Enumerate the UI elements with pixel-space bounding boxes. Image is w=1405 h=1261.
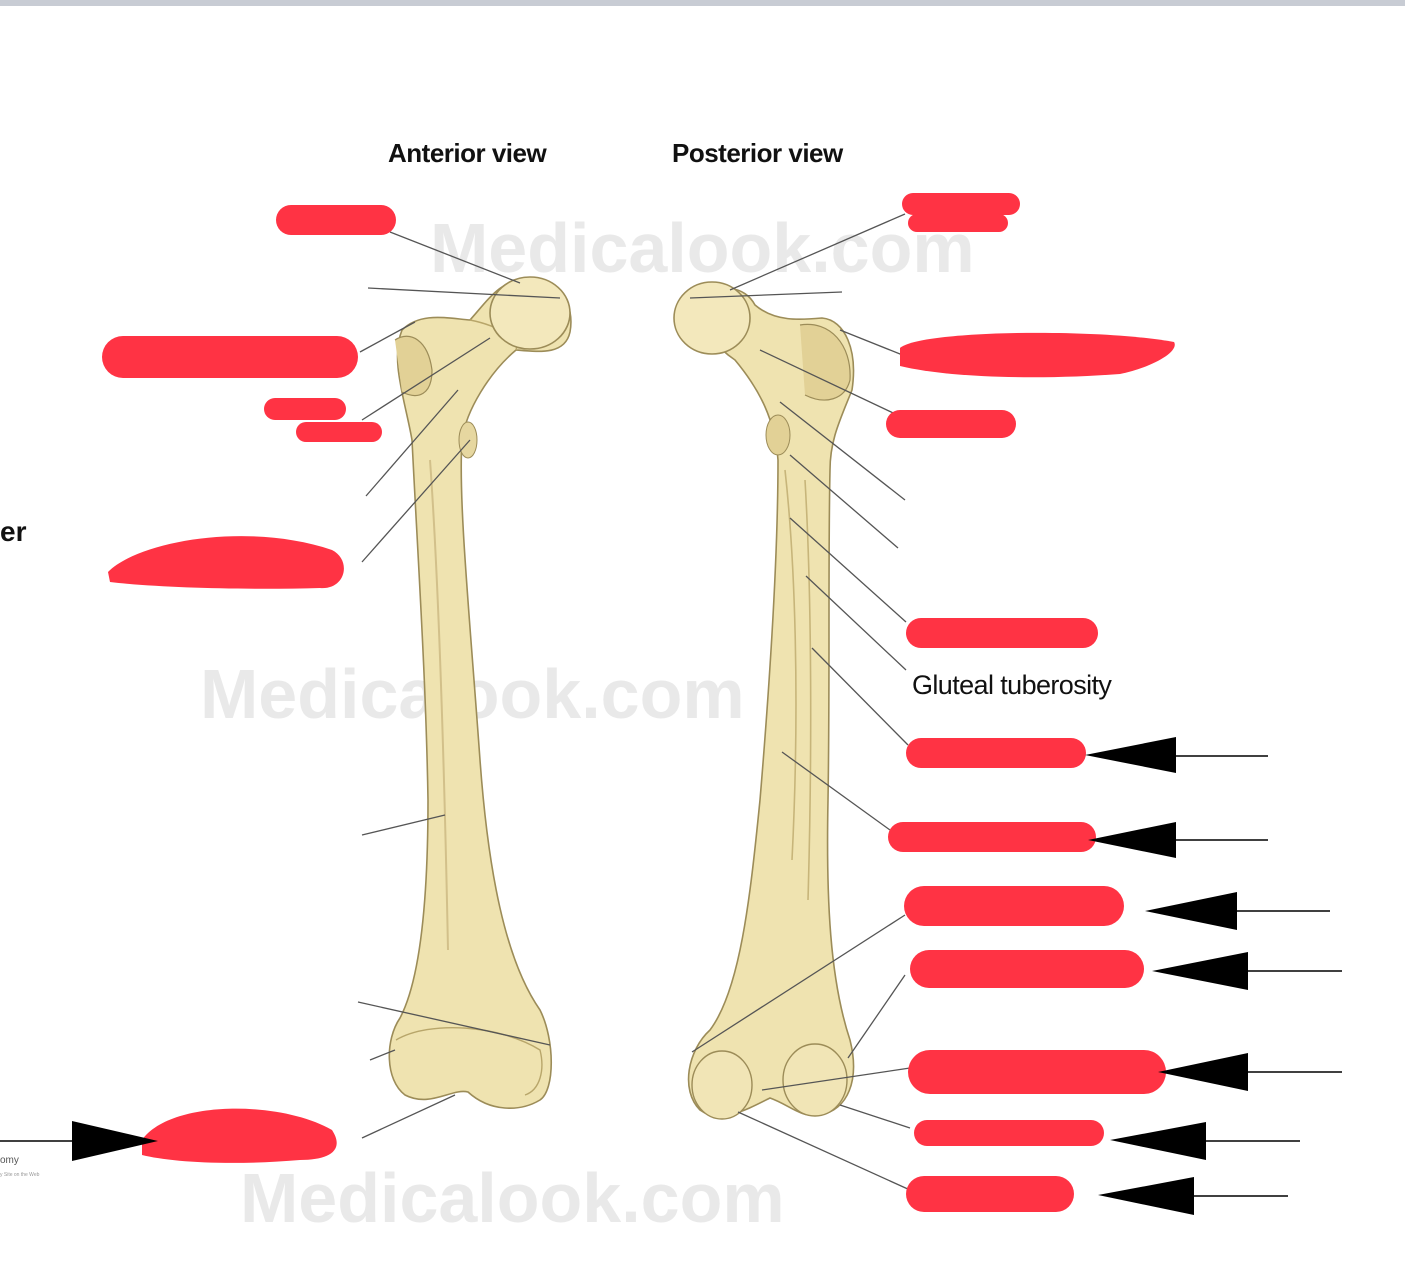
- redaction-mark: [904, 886, 1124, 926]
- posterior-lesser-trochanter: [765, 414, 791, 456]
- anterior-view-title: Anterior view: [388, 138, 547, 168]
- redaction-mark: [908, 214, 1008, 232]
- femoral-head: [489, 276, 571, 350]
- leader-line: [847, 974, 906, 1059]
- linea-aspera-shading: [784, 469, 812, 901]
- posterior-lateral-condyle: [782, 1043, 848, 1117]
- leader-line: [789, 454, 899, 549]
- leader-line: [811, 647, 909, 746]
- anterior-bottom-arrow: [0, 1121, 158, 1161]
- arrow-1: [1085, 737, 1268, 773]
- posterior-arrows: [1085, 737, 1342, 1215]
- redaction-mark: [888, 822, 1096, 852]
- leader-line: [359, 321, 416, 353]
- arrow-5: [1158, 1053, 1342, 1091]
- arrow-4: [1152, 952, 1342, 990]
- leader-line: [779, 401, 906, 501]
- leader-line: [361, 814, 446, 836]
- leader-line: [839, 1104, 911, 1129]
- leader-line: [761, 1067, 911, 1091]
- leader-line: [759, 349, 909, 421]
- leader-line: [361, 337, 491, 421]
- leader-line: [781, 751, 891, 831]
- lesser-trochanter: [458, 421, 478, 459]
- anterior-femur: [388, 276, 572, 1109]
- anterior-femur-shape: [388, 277, 572, 1109]
- redaction-mark: [900, 332, 1175, 378]
- leader-line: [789, 517, 907, 623]
- leader-line: [839, 329, 906, 357]
- redaction-mark: [910, 950, 1144, 988]
- posterior-femur: [673, 281, 855, 1120]
- arrow-3: [1145, 892, 1330, 930]
- watermark-top: Medicalook.com: [430, 209, 975, 287]
- redaction-mark: [108, 536, 344, 589]
- redaction-mark: [142, 1108, 337, 1163]
- redaction-mark: [906, 738, 1086, 768]
- redaction-mark: [886, 410, 1016, 438]
- leader-line: [389, 231, 521, 284]
- posterior-leader-lines: [689, 213, 911, 1191]
- leader-line: [691, 914, 906, 1053]
- posterior-redactions: [886, 193, 1175, 1212]
- leader-line: [361, 1094, 456, 1139]
- credit-line-2: y Site on the Web: [0, 1172, 40, 1178]
- posterior-greater-trochanter: [799, 323, 851, 401]
- arrow-6: [1110, 1122, 1300, 1160]
- arrow-2: [1088, 822, 1268, 858]
- leader-line: [365, 389, 459, 497]
- top-window-border: [0, 0, 1405, 6]
- redaction-mark: [906, 1176, 1074, 1212]
- redaction-mark: [902, 193, 1020, 215]
- leader-line: [367, 287, 561, 299]
- redaction-mark: [102, 336, 358, 378]
- leader-line: [369, 1049, 396, 1061]
- credit-line-1: omy: [0, 1155, 19, 1166]
- leader-line: [729, 213, 906, 291]
- posterior-femoral-head: [673, 281, 751, 355]
- leader-line: [357, 1001, 551, 1046]
- watermark-bottom: Medicalook.com: [240, 1159, 785, 1237]
- anterior-leader-lines: [357, 231, 561, 1139]
- redaction-mark: [296, 422, 382, 442]
- redaction-mark: [264, 398, 346, 420]
- shaft-shading: [429, 459, 449, 951]
- arrow-7: [1098, 1177, 1288, 1215]
- redaction-mark: [914, 1120, 1104, 1146]
- leader-line: [805, 575, 907, 671]
- condyle-shading: [395, 1027, 543, 1096]
- posterior-view-title: Posterior view: [672, 138, 843, 168]
- anterior-redactions: [102, 205, 396, 1163]
- leader-line: [689, 291, 843, 299]
- gluteal-tuberosity-label: Gluteal tuberosity: [912, 670, 1112, 700]
- left-edge-label-fragment: er: [0, 516, 27, 547]
- posterior-medial-condyle: [691, 1050, 753, 1120]
- redaction-mark: [276, 205, 396, 235]
- leader-line: [361, 439, 471, 563]
- leader-line: [737, 1111, 911, 1191]
- redaction-mark: [906, 618, 1098, 648]
- redaction-mark: [908, 1050, 1166, 1094]
